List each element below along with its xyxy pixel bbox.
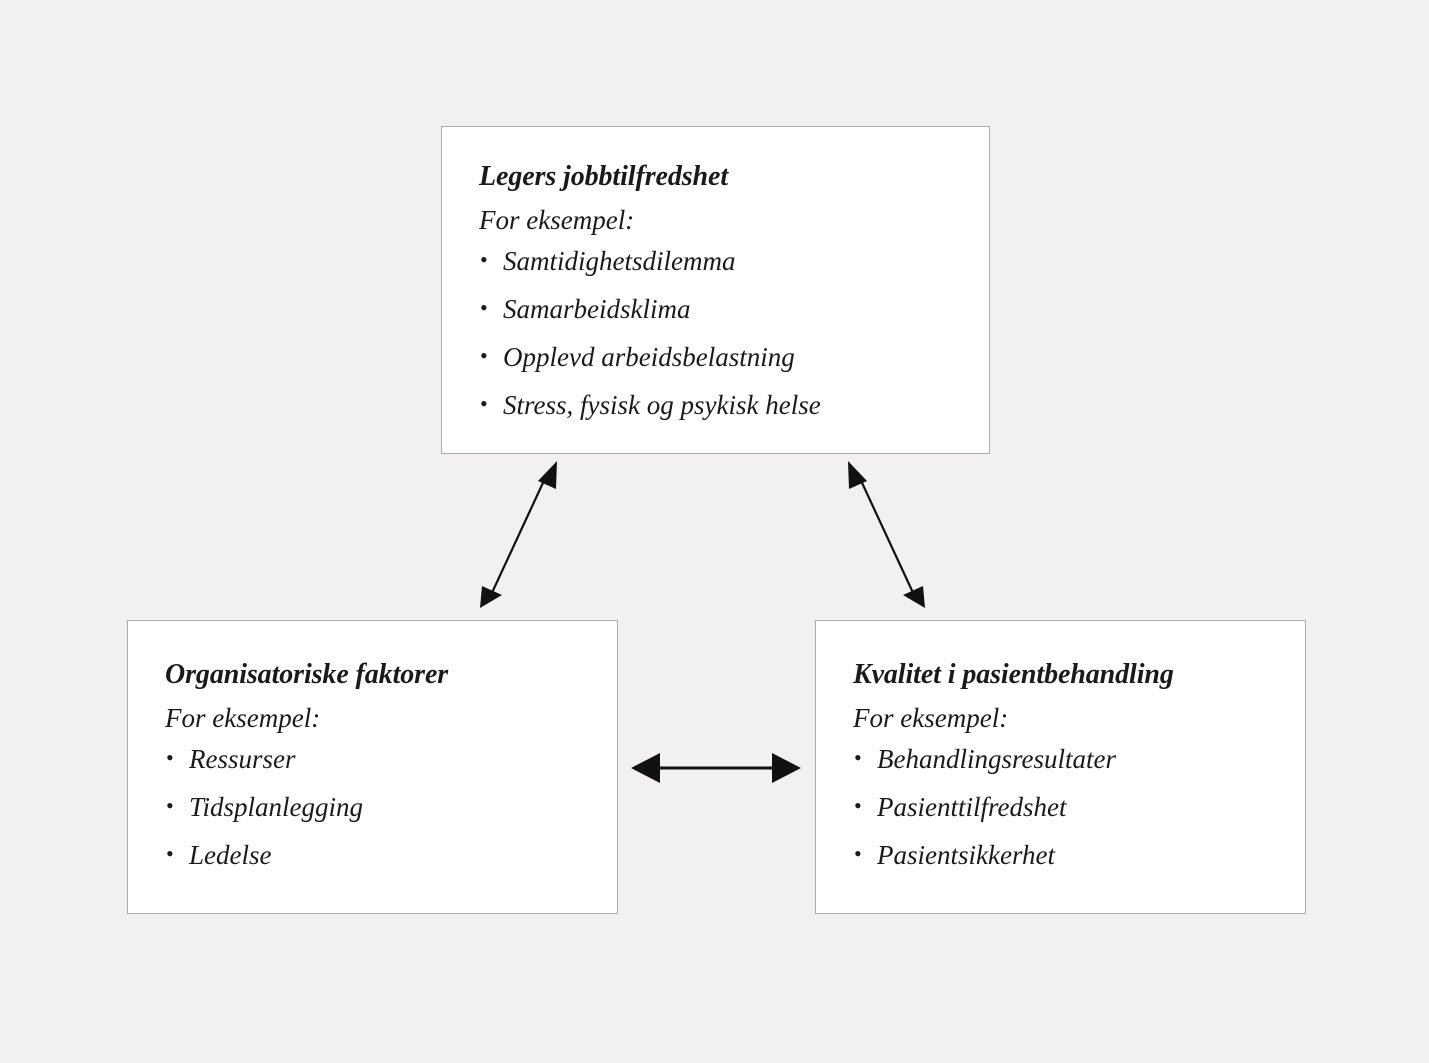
node-subtitle: For eksempel: [479,205,635,235]
list-item: Pasienttilfredshet [853,793,1283,821]
node-bullet-list: Ressurser Tidsplanlegging Ledelse [165,745,595,869]
node-box-organisatoriske-faktorer[interactable]: Organisatoriske faktorer For eksempel: R… [127,620,618,914]
node-content: Legers jobbtilfredshet For eksempel: Sam… [442,127,989,419]
arrowhead-down [480,586,502,608]
connector-top-to-bottom-left [480,461,557,608]
connector-line [856,471,916,598]
list-item: Samtidighetsdilemma [479,247,967,275]
node-title: Organisatoriske faktorer [165,659,449,690]
list-item: Tidsplanlegging [165,793,595,821]
arrowhead-up [538,461,557,489]
list-item: Ressurser [165,745,595,773]
node-box-legers-jobbtilfredshet[interactable]: Legers jobbtilfredshet For eksempel: Sam… [441,126,990,454]
arrowhead-right [772,753,801,783]
node-box-kvalitet-i-pasientbehandling[interactable]: Kvalitet i pasientbehandling For eksempe… [815,620,1306,914]
connector-top-to-bottom-right [848,461,925,608]
list-item: Opplevd arbeidsbelastning [479,343,967,371]
node-subtitle: For eksempel: [165,703,321,733]
list-item: Behandlingsresultater [853,745,1283,773]
connector-line [489,471,549,598]
node-title: Legers jobbtilfredshet [479,161,728,192]
connector-bottom-left-to-bottom-right [631,753,801,783]
list-item: Stress, fysisk og psykisk helse [479,391,967,419]
node-bullet-list: Samtidighetsdilemma Samarbeidsklima Oppl… [479,247,967,419]
list-item: Ledelse [165,841,595,869]
node-subtitle: For eksempel: [853,703,1009,733]
list-item: Pasientsikkerhet [853,841,1283,869]
arrowhead-left [631,753,660,783]
list-item: Samarbeidsklima [479,295,967,323]
arrowhead-down [903,586,925,608]
node-bullet-list: Behandlingsresultater Pasienttilfredshet… [853,745,1283,869]
node-content: Kvalitet i pasientbehandling For eksempe… [816,621,1305,869]
node-content: Organisatoriske faktorer For eksempel: R… [128,621,617,869]
node-title: Kvalitet i pasientbehandling [853,659,1174,690]
arrowhead-up [848,461,867,489]
